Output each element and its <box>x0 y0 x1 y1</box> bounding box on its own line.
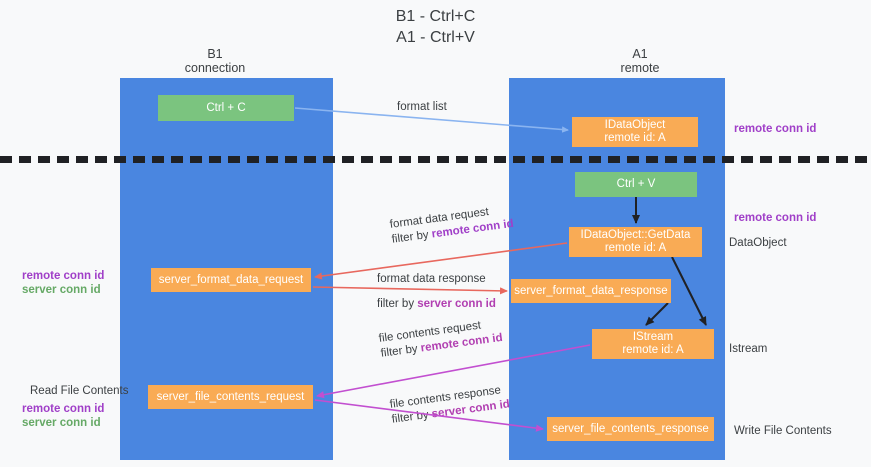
node-idataobject-sublabel: remote id: A <box>604 132 666 144</box>
filter-by-highlight: server conn id <box>417 298 496 310</box>
flow-label-file-contents-request: file contents request filter by remote c… <box>378 316 504 362</box>
filter-by-prefix: filter by <box>391 228 433 246</box>
annotation-left-remote-conn-id-upper: remote conn id <box>22 270 105 282</box>
filter-by-prefix: filter by <box>391 408 433 426</box>
node-server-format-data-response[interactable]: server_format_data_response <box>511 279 671 303</box>
node-idataobject[interactable]: IDataObject remote id: A <box>572 117 698 147</box>
node-ctrl-c[interactable]: Ctrl + C <box>158 95 294 121</box>
node-ctrl-v-label: Ctrl + V <box>616 178 656 190</box>
node-server-file-contents-request[interactable]: server_file_contents_request <box>148 385 313 409</box>
node-istream-label: IStream <box>632 331 674 343</box>
filter-by-prefix: filter by <box>380 342 422 360</box>
annotation-left-ids-upper: remote conn id server conn id <box>22 269 104 297</box>
annotation-read-file-contents: Read File Contents <box>30 385 129 397</box>
node-getdata-label: IDataObject::GetData <box>580 229 691 241</box>
node-ctrl-c-label: Ctrl + C <box>206 101 246 114</box>
node-getdata-sublabel: remote id: A <box>604 242 667 254</box>
node-istream[interactable]: IStream remote id: A <box>592 329 714 359</box>
diagram-title: B1 - Ctrl+C A1 - Ctrl+V <box>395 8 476 46</box>
node-server-file-contents-response-label: server_file_contents_response <box>552 422 709 435</box>
node-server-file-contents-request-label: server_file_contents_request <box>156 390 305 403</box>
flow-format-data-response-line2: filter by server conn id <box>377 297 496 312</box>
node-server-format-data-request-label: server_format_data_request <box>158 273 304 286</box>
node-server-format-data-response-label: server_format_data_response <box>514 284 668 297</box>
annotation-remote-conn-id-mid: remote conn id <box>734 212 817 224</box>
flow-format-list-line1: format list <box>397 101 447 113</box>
flow-label-file-contents-response: file contents response filter by server … <box>389 382 511 427</box>
column-header-b1: B1 connection <box>184 47 246 75</box>
node-ctrl-v[interactable]: Ctrl + V <box>575 172 697 197</box>
phase-divider <box>0 156 871 163</box>
annotation-left-ids-lower: remote conn id server conn id <box>22 402 104 430</box>
node-idataobject-label: IDataObject <box>604 119 666 131</box>
node-istream-sublabel: remote id: A <box>622 344 684 356</box>
annotation-write-file-contents: Write File Contents <box>734 425 832 437</box>
flow-label-format-list: format list <box>397 100 447 115</box>
annotation-remote-conn-id-top: remote conn id <box>734 123 817 135</box>
annotation-dataobject: DataObject <box>729 237 787 249</box>
flow-label-format-data-request: format data request filter by remote con… <box>389 202 515 248</box>
flow-format-data-response-line1: format data response <box>377 273 486 285</box>
annotation-left-remote-conn-id-lower: remote conn id <box>22 403 105 415</box>
filter-by-prefix: filter by <box>377 298 418 310</box>
annotation-left-server-conn-id-upper: server conn id <box>22 284 101 296</box>
node-server-format-data-request[interactable]: server_format_data_request <box>151 268 311 292</box>
annotation-left-server-conn-id-lower: server conn id <box>22 417 101 429</box>
node-server-file-contents-response[interactable]: server_file_contents_response <box>547 417 714 441</box>
column-header-a1: A1 remote <box>620 47 660 75</box>
annotation-istream: Istream <box>729 343 768 355</box>
node-idataobject-getdata[interactable]: IDataObject::GetData remote id: A <box>569 227 702 257</box>
flow-label-format-data-response: format data response filter by server co… <box>377 272 496 312</box>
